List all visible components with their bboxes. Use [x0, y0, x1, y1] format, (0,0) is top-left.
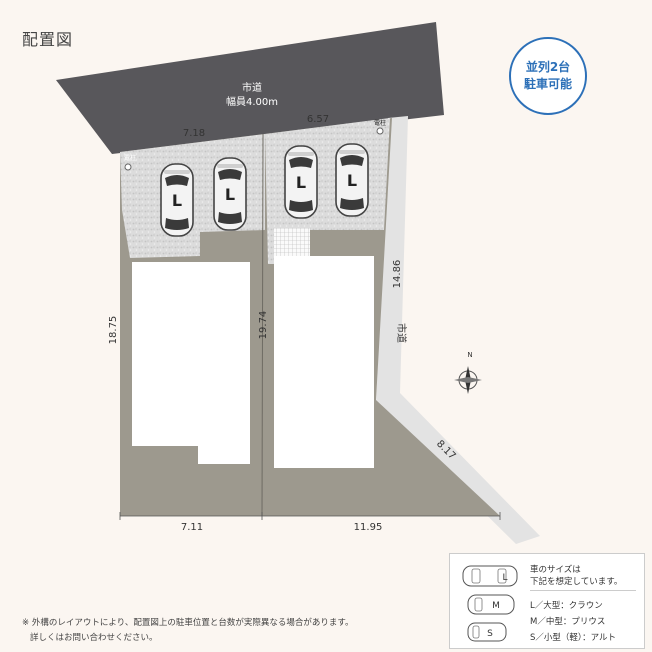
legend-item-medium: M／中型：プリウス	[530, 617, 606, 627]
legend-divider	[530, 590, 636, 591]
side-road-name: 市道	[395, 323, 408, 343]
note-line-2: 詳しくはお問い合わせください。	[30, 633, 158, 643]
legend-car-small-icon	[467, 622, 507, 642]
lot-divider	[261, 133, 264, 517]
dim-center-depth: 19.74	[258, 311, 269, 340]
note-line-1: ※ 外構のレイアウトにより、配置図上の駐車位置と台数が実際異なる場合があります。	[22, 618, 354, 628]
pole-left-icon	[124, 163, 132, 171]
legend-icon-label-s: S	[487, 629, 493, 639]
legend-heading-1: 車のサイズは	[530, 565, 581, 575]
legend-car-medium-icon	[467, 594, 515, 615]
dim-bottom-right: 11.95	[354, 522, 383, 533]
top-road-name: 市道	[242, 81, 262, 94]
dim-top-right: 6.57	[307, 114, 329, 125]
legend-icon-label-m: M	[492, 601, 500, 611]
car-label-2: L	[225, 185, 235, 204]
page-title: 配置図	[22, 30, 74, 49]
dim-left-depth: 18.75	[108, 316, 119, 345]
legend-car-icons: L M S	[462, 565, 518, 642]
legend-item-large: L／大型：クラウン	[530, 601, 603, 611]
car-label-1: L	[172, 191, 182, 210]
compass-north-label: N	[467, 351, 472, 359]
top-road	[56, 22, 444, 154]
car-size-legend: L M S 車のサイズは 下記を想定しています。 L／大型：クラウン M／中型：…	[449, 553, 645, 649]
dim-right-side: 14.86	[392, 260, 403, 289]
car-label-4: L	[347, 171, 357, 190]
side-road	[376, 116, 540, 544]
legend-car-large-icon	[462, 565, 518, 587]
dim-top-left: 7.18	[183, 128, 205, 139]
compass-icon	[454, 366, 482, 394]
badge-line-1: 並列2台	[525, 60, 571, 74]
building-left	[132, 262, 250, 464]
legend-item-small: S／小型（軽）：アルト	[530, 633, 617, 643]
car-label-3: L	[296, 173, 306, 192]
pole-right-label: 電柱	[374, 119, 386, 127]
building-right	[274, 256, 374, 468]
legend-icon-label-l: L	[502, 573, 507, 583]
pole-left-label: 電柱	[124, 154, 136, 162]
dim-bottom-left: 7.11	[181, 522, 203, 533]
legend-heading-2: 下記を想定しています。	[530, 577, 623, 587]
parking-badge: 並列2台 駐車可能	[509, 37, 587, 115]
top-road-width: 幅員4.00m	[226, 95, 278, 108]
pole-right-icon	[376, 127, 384, 135]
badge-line-2: 駐車可能	[523, 77, 572, 91]
